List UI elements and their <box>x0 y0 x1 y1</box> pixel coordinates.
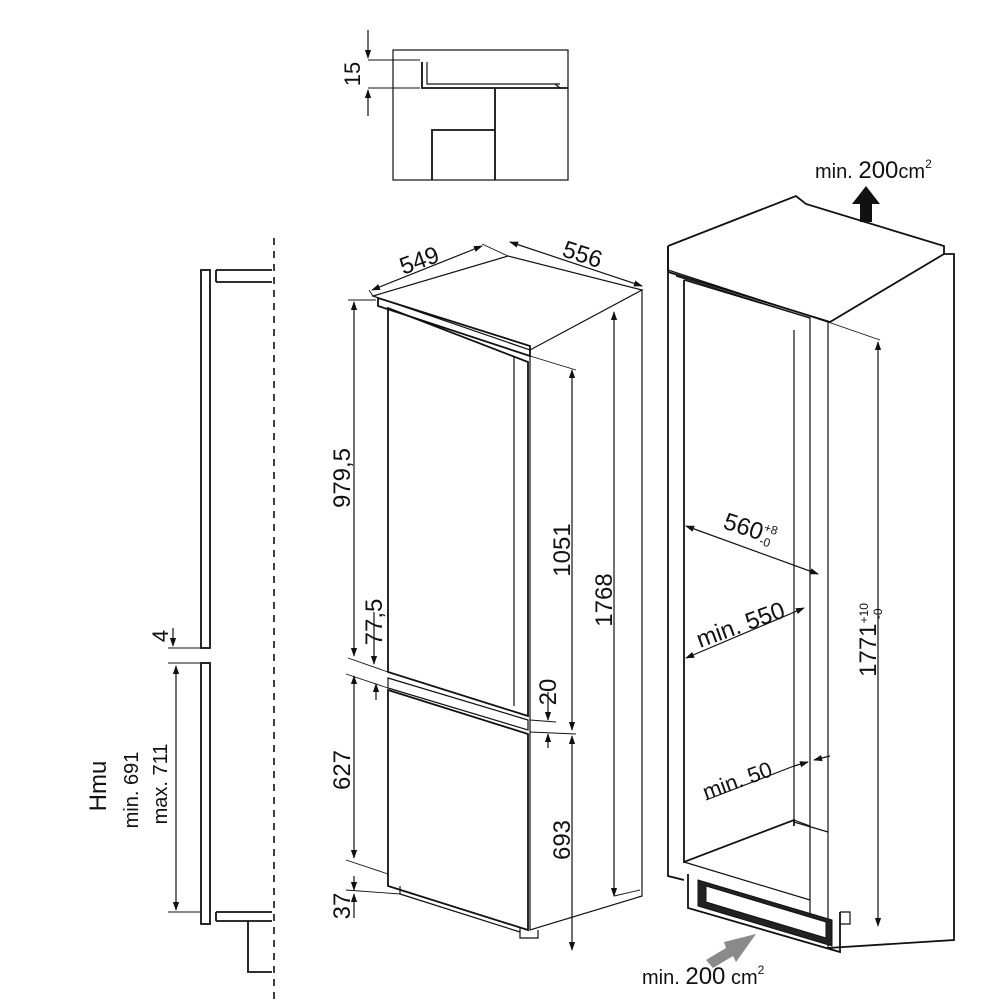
fridge-top-trim <box>377 296 531 358</box>
niche-back-inner <box>683 279 811 930</box>
dim-556-arrow <box>509 241 643 287</box>
detail-door-edge <box>431 129 495 180</box>
dim-77-5-label: 77,5 <box>361 599 388 646</box>
niche-floor-edge <box>683 861 811 901</box>
dim-549-arrow <box>371 245 483 291</box>
lower-door <box>387 688 529 932</box>
dim-693-label: 693 <box>549 820 576 860</box>
dim-min-50-leader <box>705 765 795 801</box>
dim-1051-label: 1051 <box>549 523 576 576</box>
dim-556-label: 556 <box>559 236 605 274</box>
vent-top-label: min. 200cm2 <box>815 157 932 184</box>
vent-bottom-arrow <box>706 934 756 968</box>
dim-560-arrow <box>685 525 819 575</box>
fridge-foot <box>519 928 539 939</box>
plinth-profile <box>247 921 272 973</box>
detail-top-edge <box>426 62 560 85</box>
cabinet-front-left <box>667 246 685 881</box>
upper-door-profile <box>200 269 211 649</box>
dim-560-label: 560+8-0 <box>720 508 780 551</box>
hmu-max-label: max. 711 <box>150 744 172 825</box>
vent-top-arrow <box>852 186 880 222</box>
hmu-min-label: min. 691 <box>121 752 143 829</box>
plinth-vent-frame <box>687 874 841 954</box>
hmu-label: Hmu <box>85 761 112 812</box>
top-shelf-profile <box>215 269 272 283</box>
door-gap-strip <box>387 677 529 731</box>
fridge-side-panel <box>529 290 643 931</box>
dim-37-label: 37 <box>329 893 356 920</box>
niche-left-inner <box>683 280 795 864</box>
dim-1768-label: 1768 <box>591 573 618 626</box>
dim-549-label: 549 <box>396 241 443 280</box>
dim-min-550-label: min. 550 <box>693 597 789 654</box>
dim-20-label: 20 <box>535 679 562 706</box>
dim-1771-label: 1771+10-0 <box>855 603 885 677</box>
cabinet-top-face <box>667 246 945 323</box>
dim-979-5-label: 979,5 <box>329 448 356 508</box>
top-detail-view: 15 <box>340 30 569 181</box>
niche-view: min. 200cm2 560+8-0 min. 550 min. 50 177… <box>642 157 955 990</box>
dim-15-label: 15 <box>340 62 365 86</box>
bottom-shelf-profile <box>215 911 272 922</box>
vent-bottom-label: min. 200 cm2 <box>642 963 765 990</box>
dim-627-label: 627 <box>329 750 356 790</box>
upper-door <box>387 306 529 718</box>
appliance-view: 549 556 979,5 77,5 627 37 20 1051 <box>329 236 644 951</box>
lower-door-profile <box>200 662 211 925</box>
detail-top-panel <box>421 62 568 89</box>
cabinet-outline <box>667 194 955 949</box>
detail-frame <box>392 49 569 181</box>
dim-min-550-arrow <box>685 607 805 659</box>
dim-4-label: 4 <box>148 630 173 642</box>
dim-min-50-label: min. 50 <box>699 757 775 805</box>
dim-min-50-arrow <box>813 754 831 762</box>
side-section-view: 4 Hmu min. 691 max. 711 <box>85 238 275 1000</box>
